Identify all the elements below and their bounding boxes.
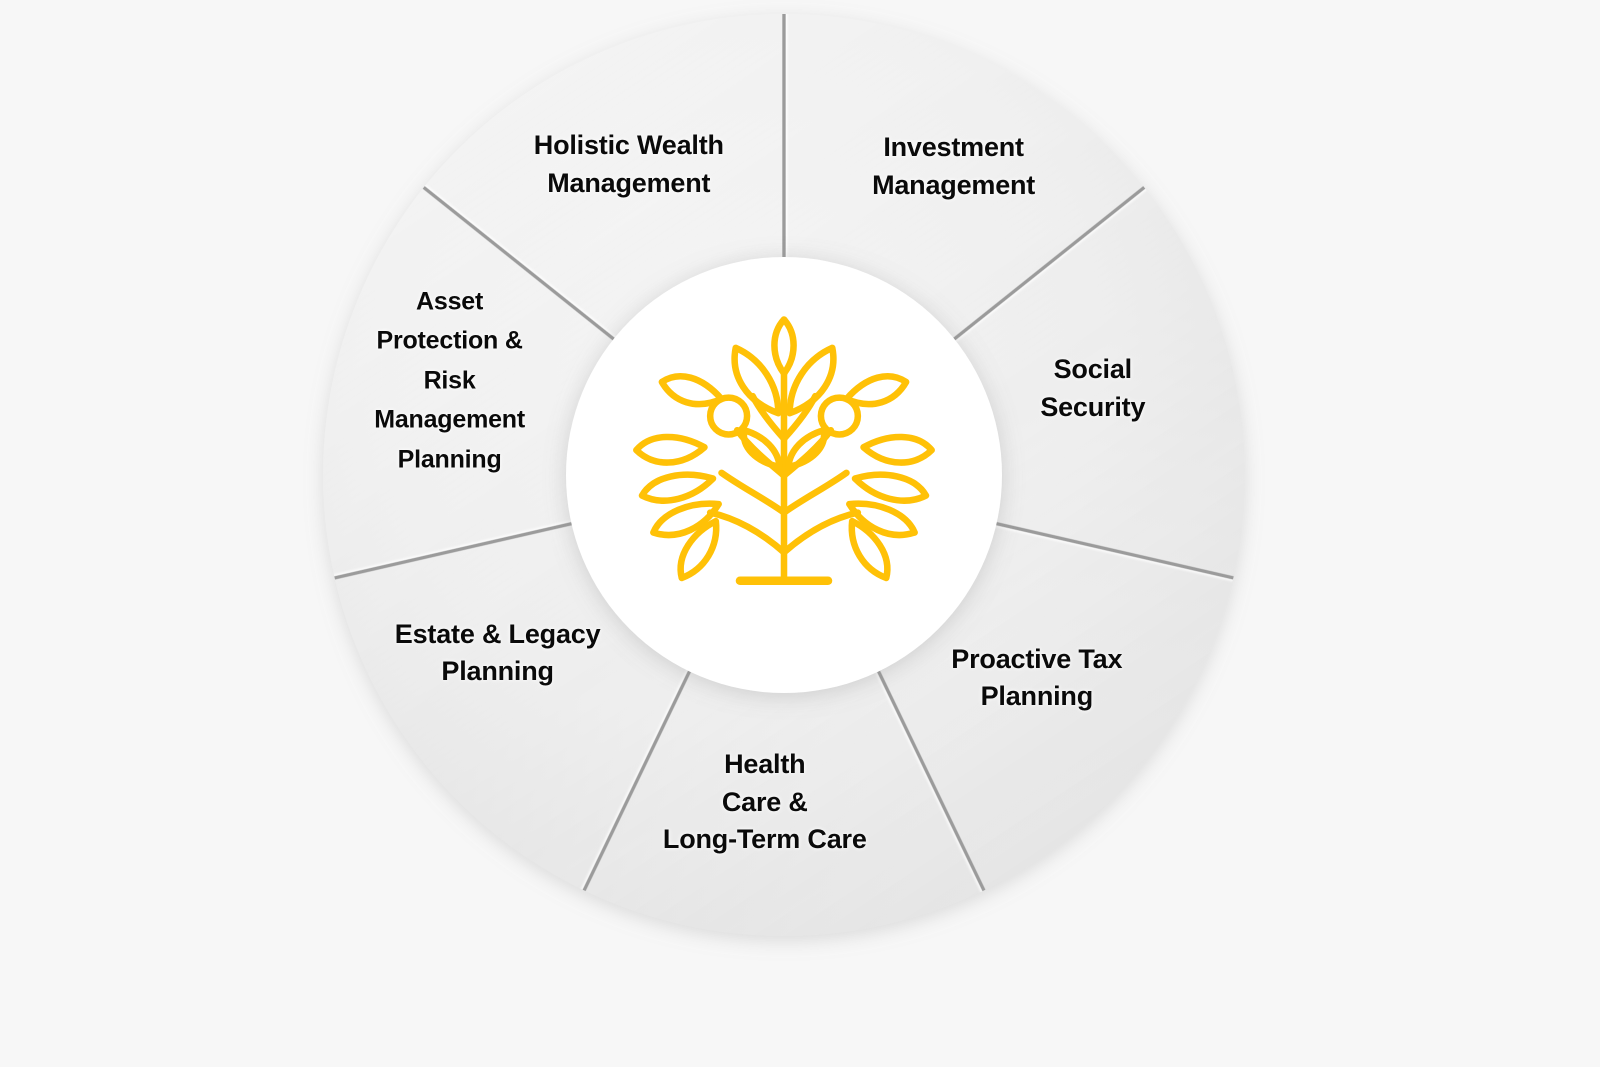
golden-tree-icon — [633, 316, 935, 586]
